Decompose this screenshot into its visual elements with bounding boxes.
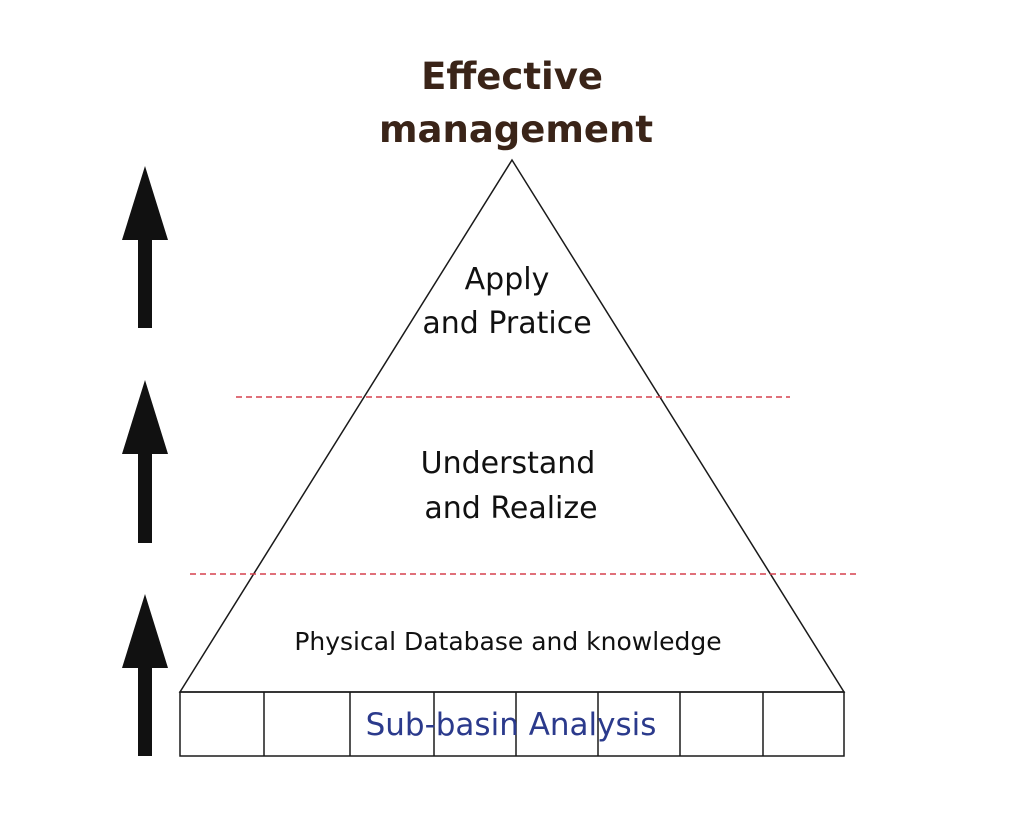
tier-top-line-1: Apply [465,262,550,297]
tier-middle-line-2: and Realize [424,491,597,526]
tier-bottom-line-1: Physical Database and knowledge [294,627,721,656]
title-line-2: management [379,108,653,151]
up-arrow-icon [122,380,168,543]
up-arrow-icon [122,166,168,328]
title-line-1: Effective [421,55,603,98]
tier-middle-line-1: Understand [421,446,596,481]
base-grid [179,691,845,757]
base-label: Sub-basin Analysis [366,707,657,743]
pyramid-outline [178,158,846,693]
up-arrow-icon [122,594,168,756]
tier-top-line-2: and Pratice [422,306,591,341]
base-grid-frame [179,691,845,757]
